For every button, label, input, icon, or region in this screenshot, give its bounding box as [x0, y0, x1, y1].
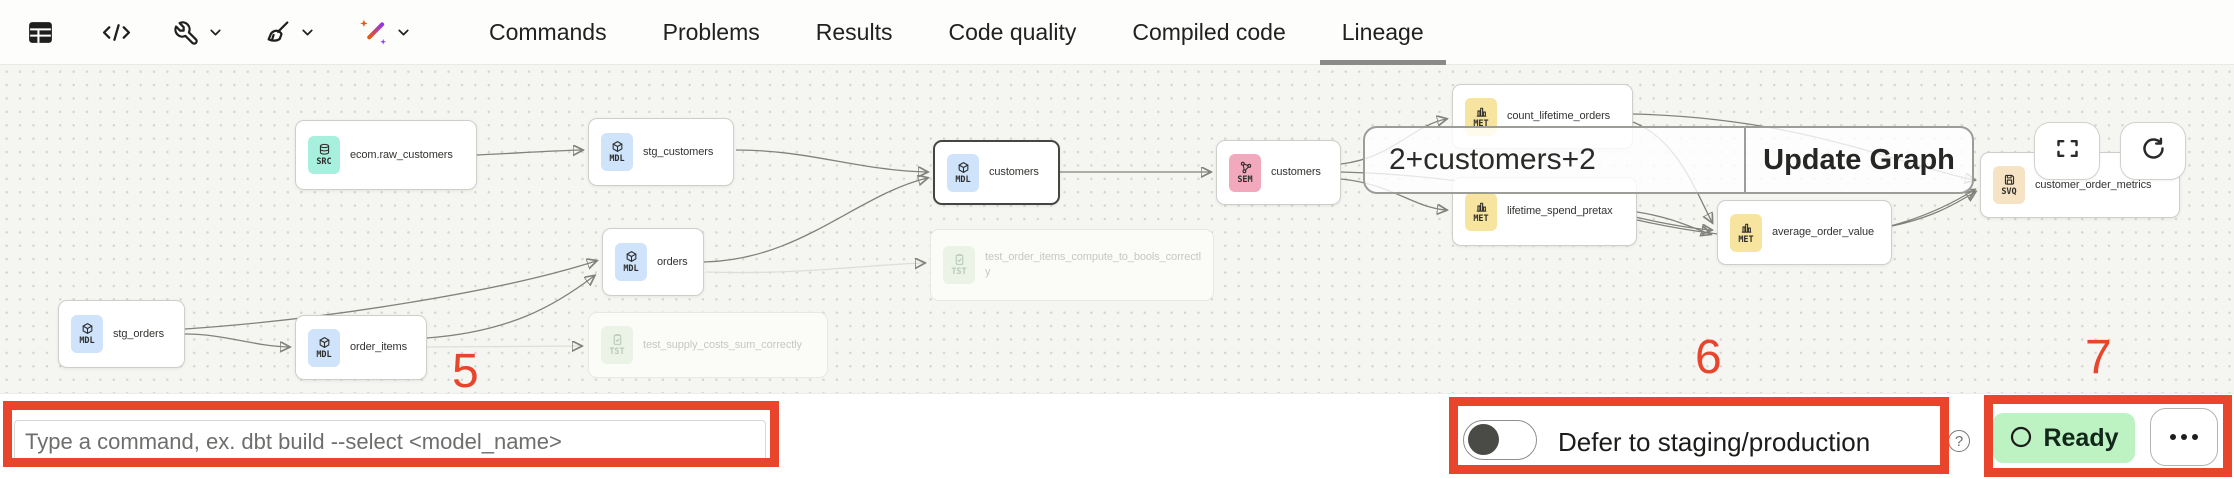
ready-status-button[interactable]: Ready: [1993, 413, 2135, 463]
tab-lineage[interactable]: Lineage: [1319, 0, 1446, 65]
toggle-knob-icon: [1468, 424, 1499, 455]
node-label: customer_order_metrics: [2035, 178, 2152, 191]
graph-node-customers_semantic[interactable]: SEM customers: [1216, 140, 1341, 205]
refresh-button[interactable]: [2120, 122, 2186, 180]
more-options-button[interactable]: [2150, 408, 2218, 466]
graph-node-orders[interactable]: MDL orders: [602, 228, 704, 296]
chevron-down-icon: [299, 24, 316, 41]
lineage-selector-widget: 2+customers+2 Update Graph: [1363, 126, 1974, 194]
build-tool-button[interactable]: [172, 0, 224, 65]
src-badge-icon: SRC: [308, 136, 340, 174]
tab-problems[interactable]: Problems: [663, 0, 760, 65]
update-graph-button[interactable]: Update Graph: [1746, 128, 1972, 192]
graph-node-customers_model[interactable]: MDL customers: [933, 140, 1060, 205]
code-button[interactable]: [100, 0, 133, 65]
defer-label: Defer to staging/production: [1558, 427, 1871, 457]
tab-compiled-code[interactable]: Compiled code: [1132, 0, 1285, 65]
panel-header: Commands Problems Results Code quality Compi…: [0, 0, 2234, 65]
met-badge-icon: MET: [1465, 192, 1497, 231]
graph-node-stg_orders[interactable]: MDL stg_orders: [58, 300, 185, 368]
graph-node-ecom.raw_customers[interactable]: SRC ecom.raw_customers: [295, 120, 477, 190]
graph-node-order_items[interactable]: MDL order_items: [295, 315, 427, 380]
graph-node-average_order_value[interactable]: MET average_order_value: [1717, 200, 1892, 265]
node-label: stg_customers: [643, 145, 714, 158]
badge-label: MDL: [955, 174, 971, 185]
badge-label: SVQ: [2001, 187, 2017, 197]
chevron-down-icon: [207, 24, 224, 41]
badge-label: TST: [609, 347, 625, 357]
ready-label: Ready: [2043, 423, 2119, 452]
copilot-wand-button[interactable]: [358, 0, 412, 65]
chevron-down-icon: [395, 24, 412, 41]
more-options-icon: [2170, 434, 2198, 440]
code-icon: [100, 18, 133, 47]
tab-results[interactable]: Results: [816, 0, 893, 65]
badge-label: MDL: [316, 349, 332, 360]
node-label: average_order_value: [1772, 226, 1875, 239]
node-label: test_supply_costs_sum_correctly: [643, 338, 802, 351]
badge-label: MDL: [79, 336, 95, 346]
defer-toggle[interactable]: [1463, 420, 1537, 460]
badge-label: TST: [951, 267, 967, 277]
badge-label: SRC: [316, 157, 332, 167]
fullscreen-button[interactable]: [2034, 122, 2100, 180]
badge-label: MDL: [623, 264, 639, 274]
node-label: customers: [989, 166, 1039, 179]
graph-node-test_supply_costs_sum_correctly[interactable]: TST test_supply_costs_sum_correctly: [588, 312, 828, 378]
command-bar: Defer to staging/production ? Ready: [0, 393, 2234, 478]
node-label: order_items: [350, 341, 407, 354]
format-broom-button[interactable]: [264, 0, 316, 65]
mdl-badge-icon: MDL: [601, 133, 633, 171]
node-label: orders: [657, 255, 688, 268]
tst-badge-icon: TST: [601, 326, 633, 364]
graph-node-test_order_items_compute_to_bools_correctly[interactable]: TST test_order_items_compute_to_bools_cor…: [930, 229, 1214, 301]
fullscreen-icon: [2054, 135, 2081, 167]
badge-label: MET: [1738, 234, 1754, 245]
mdl-badge-icon: MDL: [947, 153, 979, 192]
tst-badge-icon: TST: [943, 246, 975, 284]
node-label: stg_orders: [113, 327, 164, 340]
format-broom-icon: [264, 19, 292, 47]
node-label: customers: [1271, 166, 1321, 179]
help-icon[interactable]: ?: [1948, 430, 1970, 452]
lineage-selector-input[interactable]: 2+customers+2: [1389, 143, 1596, 176]
svq-badge-icon: SVQ: [1993, 166, 2025, 204]
sem-badge-icon: SEM: [1229, 153, 1261, 192]
refresh-icon: [2140, 135, 2167, 167]
badge-label: MET: [1473, 213, 1489, 224]
mdl-badge-icon: MDL: [615, 243, 647, 281]
node-label: ecom.raw_customers: [350, 148, 453, 161]
node-label: lifetime_spend_pretax: [1507, 205, 1613, 218]
status-circle-icon: [2009, 425, 2033, 452]
badge-label: MET: [1473, 118, 1489, 129]
results-table-button[interactable]: [26, 0, 55, 65]
badge-label: SEM: [1237, 174, 1253, 185]
mdl-badge-icon: MDL: [71, 315, 103, 353]
graph-node-stg_customers[interactable]: MDL stg_customers: [588, 118, 734, 186]
build-tool-icon: [172, 19, 200, 47]
tab-commands[interactable]: Commands: [489, 0, 607, 65]
met-badge-icon: MET: [1730, 213, 1762, 252]
results-table-icon: [26, 18, 55, 47]
copilot-wand-icon: [358, 18, 388, 48]
command-input[interactable]: [14, 420, 766, 464]
badge-label: MDL: [609, 154, 625, 164]
node-label: test_order_items_compute_to_bools_correc…: [985, 251, 1201, 278]
panel-tabs: Commands Problems Results Code quality Compi…: [489, 0, 1446, 65]
node-label: count_lifetime_orders: [1507, 110, 1611, 123]
mdl-badge-icon: MDL: [308, 328, 340, 367]
tab-code-quality[interactable]: Code quality: [948, 0, 1076, 65]
